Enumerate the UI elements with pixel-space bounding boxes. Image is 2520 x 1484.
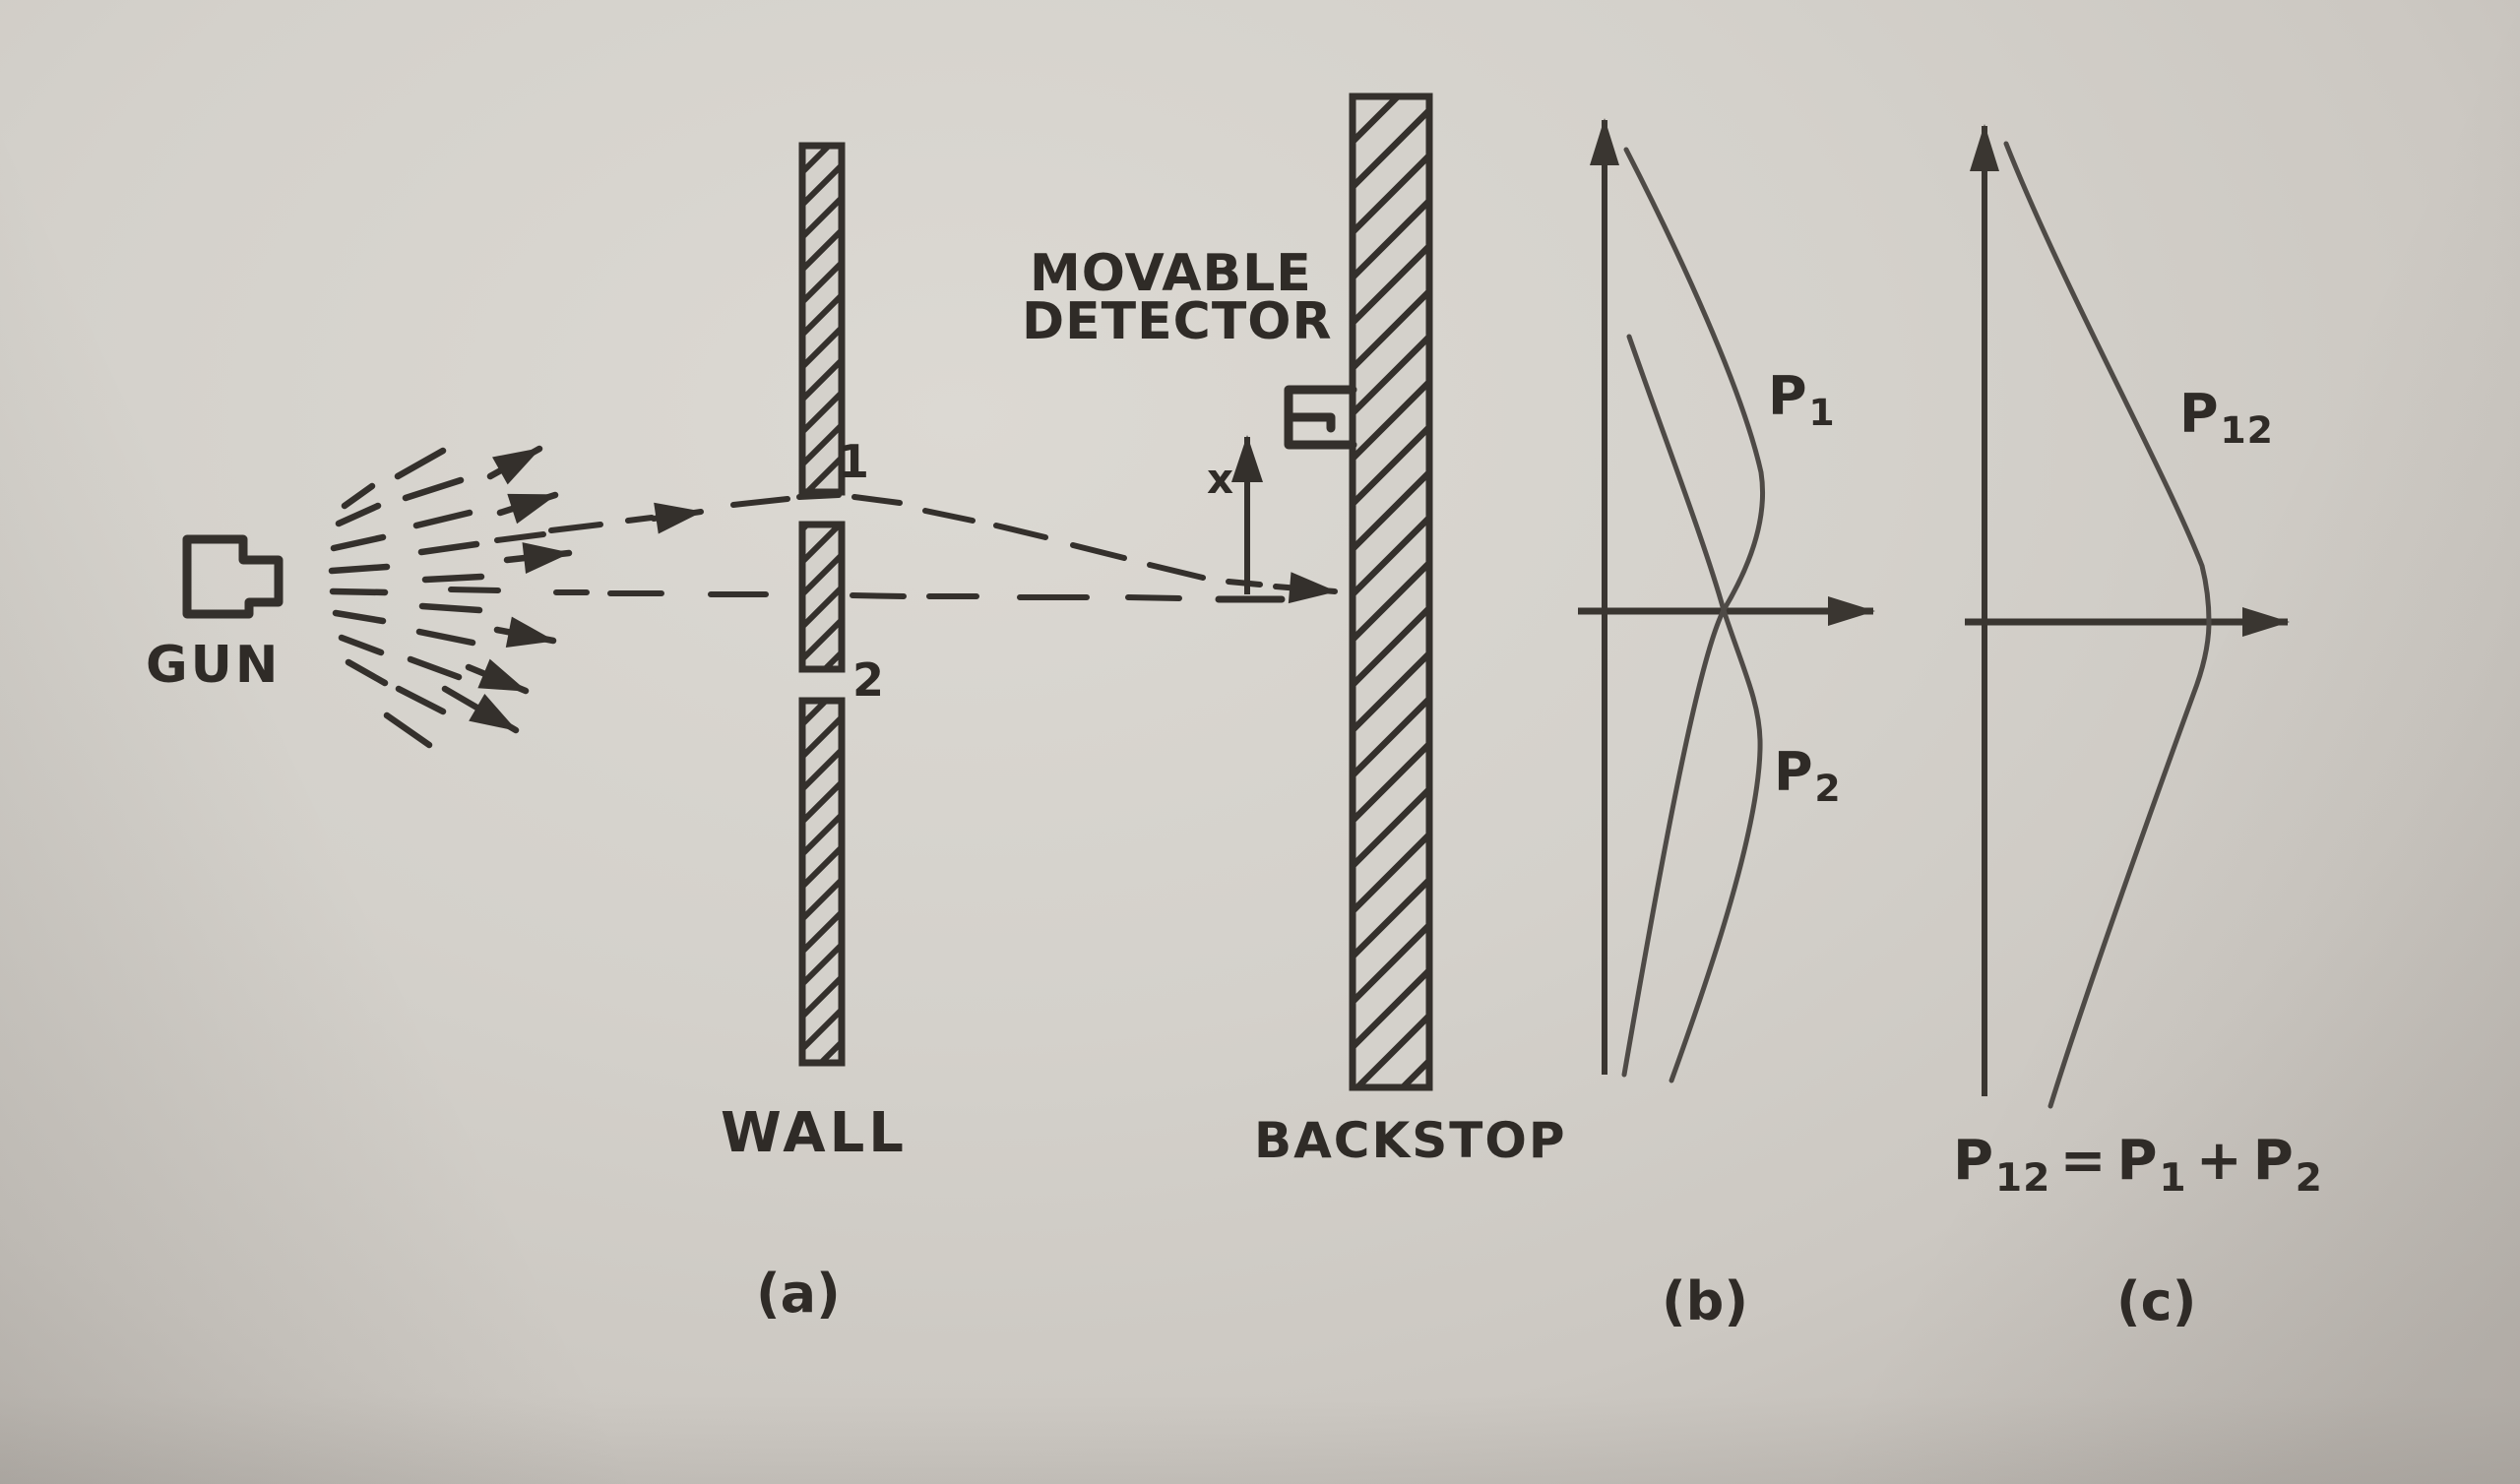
eq-equals: = (2059, 1129, 2108, 1193)
graph-b-axes (1578, 118, 1875, 1075)
curve-p1-label: P1 (1768, 370, 1835, 432)
eq-term2: P2 (2252, 1129, 2323, 1201)
movable-detector-label-line1: MOVABLE (1030, 244, 1312, 303)
p1-sub: 1 (1808, 391, 1836, 435)
backstop-label: BACKSTOP (1254, 1112, 1567, 1169)
graph-b-curves (1621, 147, 1765, 1083)
curve-p1 (1621, 147, 1765, 1078)
curve-p12 (2003, 141, 2212, 1109)
graph-c-curve (2003, 141, 2212, 1109)
gun-icon (182, 534, 284, 619)
x-axis-label: x (1207, 455, 1235, 503)
graph-c-axes (1965, 124, 2290, 1096)
curve-p2-label: P2 (1774, 746, 1841, 808)
p12-base: P (2179, 383, 2220, 445)
p12-sub: 12 (2220, 408, 2274, 453)
backstop-wall (1349, 93, 1433, 1091)
wall-segment-middle (798, 521, 846, 673)
gun-label: GUN (146, 636, 282, 695)
slit-2-label: 2 (852, 653, 886, 707)
movable-detector-label-line2: DETECTOR (1022, 292, 1333, 351)
eq-term1: P1 (2116, 1129, 2187, 1201)
equation-p12-sum: P12=P1+P2 (1953, 1134, 2332, 1198)
trajectory-slit1-dashes (494, 492, 1338, 604)
eq-plus: + (2195, 1129, 2243, 1193)
x-position-arrow (1215, 435, 1286, 603)
curve-p2 (1626, 334, 1763, 1083)
curve-p12-label: P12 (2179, 388, 2273, 450)
wall-with-slits (798, 142, 846, 1067)
wall-label: WALL (721, 1101, 908, 1165)
center-line-dashes (448, 587, 1182, 601)
wall-segment-bottom (798, 697, 846, 1067)
p1-base: P (1768, 365, 1808, 427)
panel-c-label: (c) (2116, 1270, 2197, 1332)
wall-segment-top (798, 142, 846, 496)
panel-a-label: (a) (756, 1263, 841, 1325)
slit-1-label: 1 (838, 435, 871, 488)
p2-base: P (1774, 741, 1814, 803)
panel-b-label: (b) (1662, 1270, 1749, 1332)
bullet-spray-arrows (328, 445, 573, 749)
movable-detector-icon (1284, 385, 1357, 450)
p2-sub: 2 (1814, 767, 1842, 811)
eq-lhs: P12 (1953, 1129, 2051, 1201)
